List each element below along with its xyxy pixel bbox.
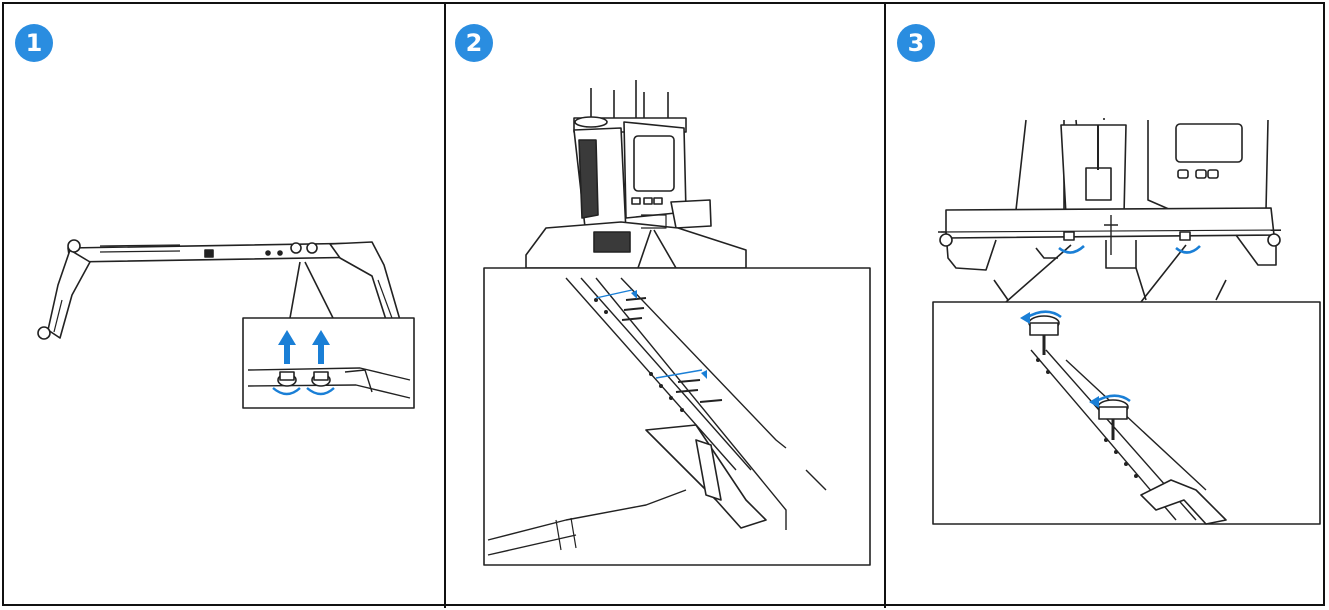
down-arrow-icon: [701, 370, 707, 379]
panel-divider-1: [444, 2, 446, 608]
step-badge-2: 2: [455, 24, 493, 62]
step1-illustration: [37, 239, 415, 409]
rotate-arrow-icon: [272, 387, 301, 396]
down-arrow-icon: [631, 290, 637, 299]
step-badge-1: 1: [15, 24, 53, 62]
rotate-arrow-icon: [1058, 245, 1085, 254]
step2-illustration: [483, 80, 871, 566]
step-badge-3: 3: [897, 24, 935, 62]
rotate-arrow-icon: [1175, 245, 1201, 254]
rotate-arrow-icon: [306, 387, 335, 396]
up-arrow-icon: [312, 330, 330, 364]
panel-divider-2: [884, 2, 886, 608]
step3-illustration: [932, 118, 1321, 525]
up-arrow-icon: [278, 330, 296, 364]
